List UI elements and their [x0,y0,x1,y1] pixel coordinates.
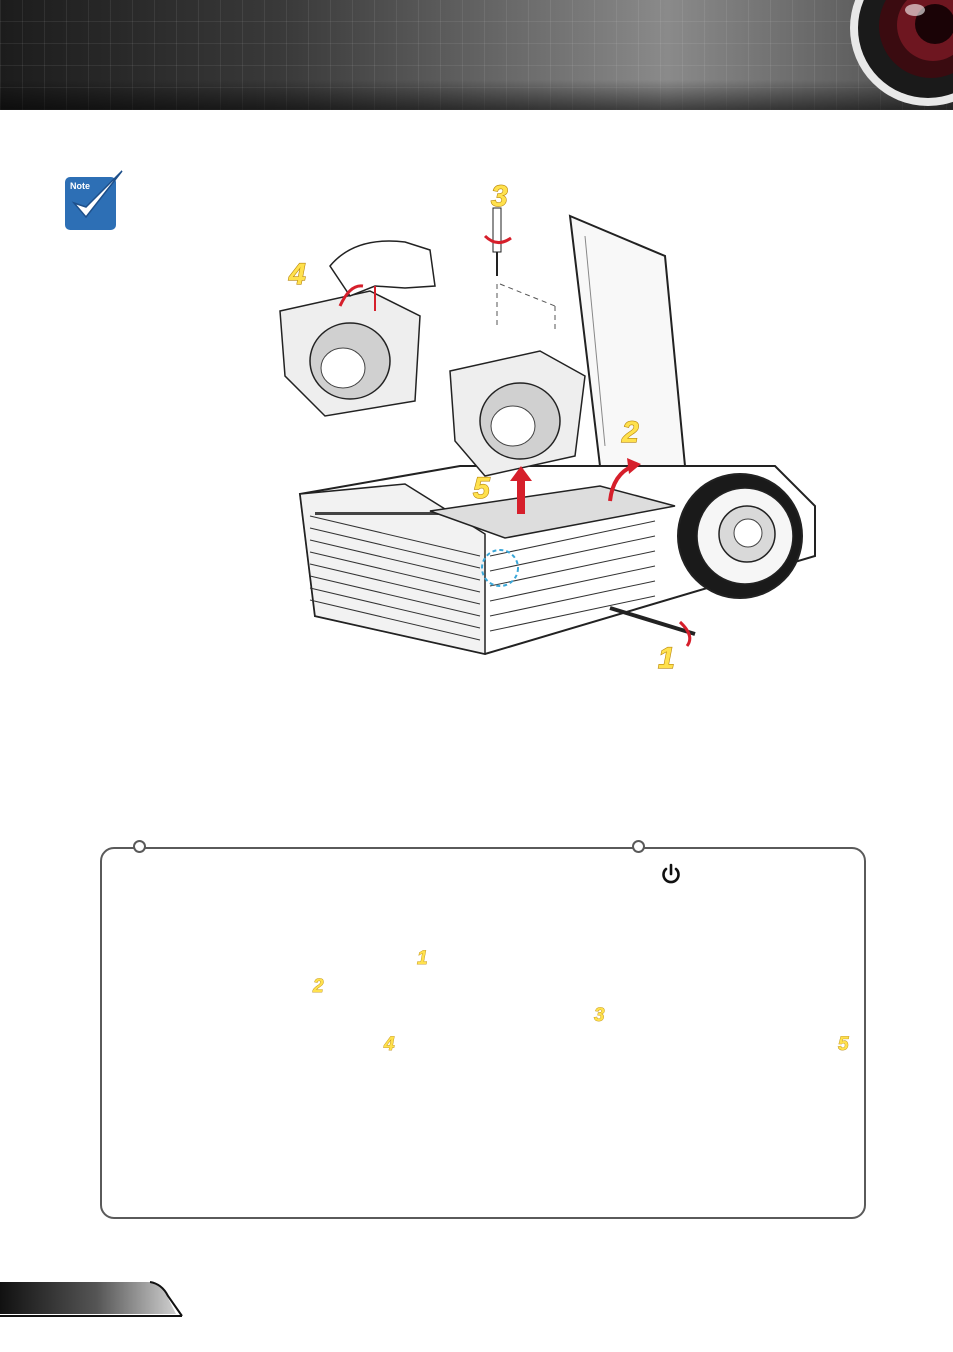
procedure-step-ref-5: 5 [838,1034,849,1056]
procedure-step-ref-2: 2 [313,976,324,998]
figure-step-3: 3 [490,179,508,213]
lamp-replacement-figure: 1 2 3 4 5 [255,176,835,676]
note-badge-label: Note [70,181,90,191]
procedure-step-ref-1: 1 [417,948,428,970]
figure-step-4: 4 [288,257,306,291]
page-header-band [0,0,953,110]
procedure-step-ref-3: 3 [594,1005,605,1027]
lens-graphic-icon [823,0,953,112]
procedure-box-pin-right [632,840,645,853]
procedure-step-ref-4: 4 [384,1034,395,1056]
power-icon [660,863,682,885]
procedure-box-pin-left [133,840,146,853]
figure-step-1: 1 [657,641,675,675]
checkmark-note-icon: Note [64,169,126,231]
procedure-box [100,847,866,1219]
footer-page-tab [0,1280,185,1318]
figure-step-5: 5 [472,471,490,505]
figure-step-2: 2 [621,415,639,449]
